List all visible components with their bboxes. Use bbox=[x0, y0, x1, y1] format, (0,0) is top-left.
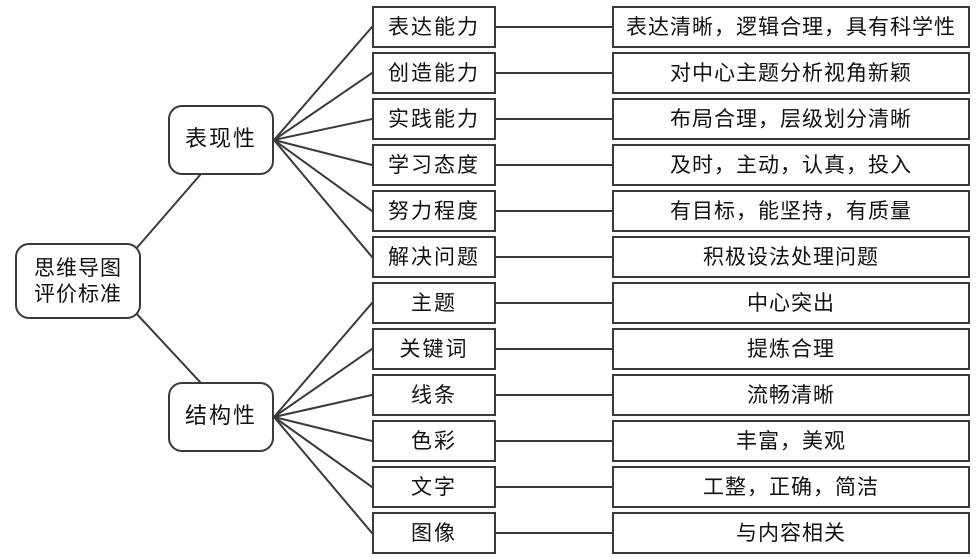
descriptor-node[interactable]: 工整，正确，简洁 bbox=[612, 466, 970, 508]
criterion-node-label: 关键词 bbox=[399, 336, 469, 361]
descriptor-node-label: 积极设法处理问题 bbox=[703, 244, 879, 269]
descriptor-node-label: 中心突出 bbox=[747, 290, 835, 315]
descriptor-node-label: 布局合理，层级划分清晰 bbox=[670, 106, 912, 131]
criterion-node-label: 表达能力 bbox=[388, 14, 480, 39]
descriptor-node[interactable]: 及时，主动，认真，投入 bbox=[612, 144, 970, 186]
criterion-node-label: 解决问题 bbox=[388, 244, 480, 269]
criterion-node[interactable]: 文字 bbox=[372, 466, 496, 508]
descriptor-node[interactable]: 表达清晰，逻辑合理，具有科学性 bbox=[612, 6, 970, 48]
edge-root-to-structure bbox=[133, 310, 202, 384]
descriptor-node-label: 流畅清晰 bbox=[747, 382, 835, 407]
criterion-node[interactable]: 创造能力 bbox=[372, 52, 496, 94]
criterion-node-label: 线条 bbox=[411, 382, 457, 407]
descriptor-node-label: 丰富，美观 bbox=[736, 428, 846, 453]
edge-root-to-expressiveness bbox=[133, 173, 202, 252]
descriptor-node-label: 对中心主题分析视角新颖 bbox=[670, 60, 912, 85]
edge-branch-to-criterion bbox=[272, 71, 374, 142]
edge-branch-to-criterion bbox=[272, 138, 374, 167]
descriptor-node[interactable]: 流畅清晰 bbox=[612, 374, 970, 416]
edge-branch-to-criterion bbox=[272, 347, 374, 419]
edge-branch-to-criterion bbox=[272, 415, 374, 535]
descriptor-node[interactable]: 积极设法处理问题 bbox=[612, 236, 970, 278]
criterion-node[interactable]: 学习态度 bbox=[372, 144, 496, 186]
branch-node-expressiveness[interactable]: 表现性 bbox=[168, 105, 274, 175]
edge-branch-to-criterion bbox=[272, 301, 374, 419]
edge-branch-to-criterion bbox=[272, 117, 374, 142]
descriptor-node-label: 有目标，能坚持，有质量 bbox=[670, 198, 912, 223]
descriptor-node[interactable]: 丰富，美观 bbox=[612, 420, 970, 462]
criterion-node-label: 创造能力 bbox=[388, 60, 480, 85]
criterion-node[interactable]: 图像 bbox=[372, 512, 496, 554]
descriptor-node-label: 及时，主动，认真，投入 bbox=[670, 152, 912, 177]
edge-branch-to-criterion bbox=[272, 415, 374, 443]
criterion-node-label: 色彩 bbox=[411, 428, 457, 453]
criterion-node-label: 图像 bbox=[411, 520, 457, 545]
descriptor-node-label: 提炼合理 bbox=[747, 336, 835, 361]
edge-branch-to-criterion bbox=[272, 25, 374, 142]
edge-branch-to-criterion bbox=[272, 415, 374, 489]
criterion-node[interactable]: 实践能力 bbox=[372, 98, 496, 140]
edge-branch-to-criterion bbox=[272, 138, 374, 213]
criterion-node[interactable]: 关键词 bbox=[372, 328, 496, 370]
descriptor-node[interactable]: 提炼合理 bbox=[612, 328, 970, 370]
criterion-node-label: 文字 bbox=[411, 474, 457, 499]
descriptor-node[interactable]: 有目标，能坚持，有质量 bbox=[612, 190, 970, 232]
descriptor-node[interactable]: 布局合理，层级划分清晰 bbox=[612, 98, 970, 140]
branch-node-label: 结构性 bbox=[184, 404, 257, 430]
root-node[interactable]: 思维导图 评价标准 bbox=[15, 243, 141, 319]
descriptor-node[interactable]: 中心突出 bbox=[612, 282, 970, 324]
branch-node-structure[interactable]: 结构性 bbox=[168, 382, 274, 452]
branch-node-label: 表现性 bbox=[184, 127, 257, 153]
criterion-node[interactable]: 色彩 bbox=[372, 420, 496, 462]
descriptor-node-label: 表达清晰，逻辑合理，具有科学性 bbox=[626, 14, 956, 39]
criterion-node[interactable]: 解决问题 bbox=[372, 236, 496, 278]
criterion-node[interactable]: 主题 bbox=[372, 282, 496, 324]
criterion-node-label: 主题 bbox=[411, 290, 457, 315]
criterion-node-label: 学习态度 bbox=[388, 152, 480, 177]
edge-branch-to-criterion bbox=[272, 393, 374, 419]
criterion-node-label: 实践能力 bbox=[388, 106, 480, 131]
criterion-node[interactable]: 努力程度 bbox=[372, 190, 496, 232]
criterion-node-label: 努力程度 bbox=[388, 198, 480, 223]
root-node-label-line2: 评价标准 bbox=[34, 282, 122, 306]
criterion-node[interactable]: 表达能力 bbox=[372, 6, 496, 48]
root-node-label-line1: 思维导图 bbox=[34, 255, 122, 280]
descriptor-node-label: 与内容相关 bbox=[736, 520, 846, 545]
descriptor-node[interactable]: 对中心主题分析视角新颖 bbox=[612, 52, 970, 94]
criterion-node[interactable]: 线条 bbox=[372, 374, 496, 416]
descriptor-node-label: 工整，正确，简洁 bbox=[703, 474, 879, 499]
descriptor-node[interactable]: 与内容相关 bbox=[612, 512, 970, 554]
edge-branch-to-criterion bbox=[272, 138, 374, 259]
